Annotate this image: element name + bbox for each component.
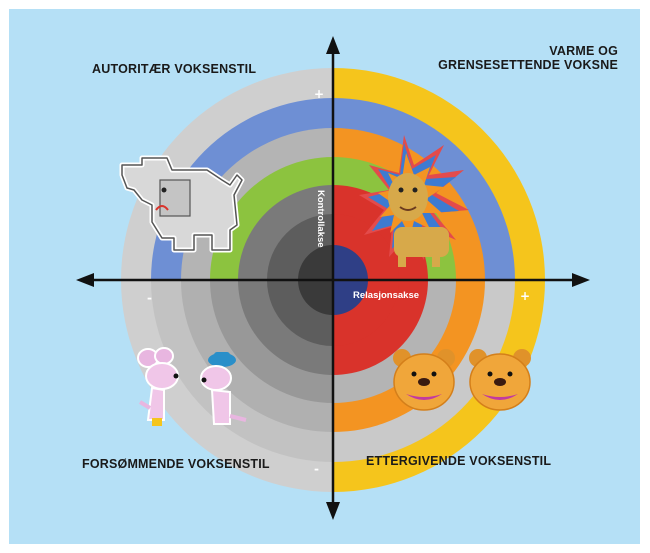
lion-icon	[359, 135, 469, 267]
plus-sign-right: +	[520, 289, 530, 303]
plus-sign-top: +	[314, 87, 324, 101]
quadrant-title-bottom-left: FORSØMMENDE VOKSENSTIL	[82, 457, 270, 471]
mice-icon	[137, 347, 247, 426]
vertical-axis-label: Kontrollakse	[315, 190, 326, 248]
arrow-up-icon	[326, 36, 340, 54]
minus-sign-bottom: -	[314, 462, 319, 476]
minus-sign-left: -	[147, 291, 152, 305]
elephant-icon	[119, 155, 245, 253]
horizontal-axis-label: Relasjonsakse	[353, 290, 419, 301]
quadrant-title-top-right-line2: GRENSESETTENDE VOKSNE	[438, 58, 618, 72]
arrow-down-icon	[326, 502, 340, 520]
quadrant-title-top-left: AUTORITÆR VOKSENSTIL	[92, 62, 257, 76]
bears-icon	[393, 349, 531, 411]
quadrant-title-bottom-right: ETTERGIVENDE VOKSENSTIL	[366, 454, 552, 468]
axes	[76, 36, 590, 520]
quadrant-title-top-right: VARME OG GRENSESETTENDE VOKSNE	[438, 44, 618, 72]
quadrant-title-top-right-line1: VARME OG	[549, 44, 618, 58]
arrow-right-icon	[572, 273, 590, 287]
arrow-left-icon	[76, 273, 94, 287]
